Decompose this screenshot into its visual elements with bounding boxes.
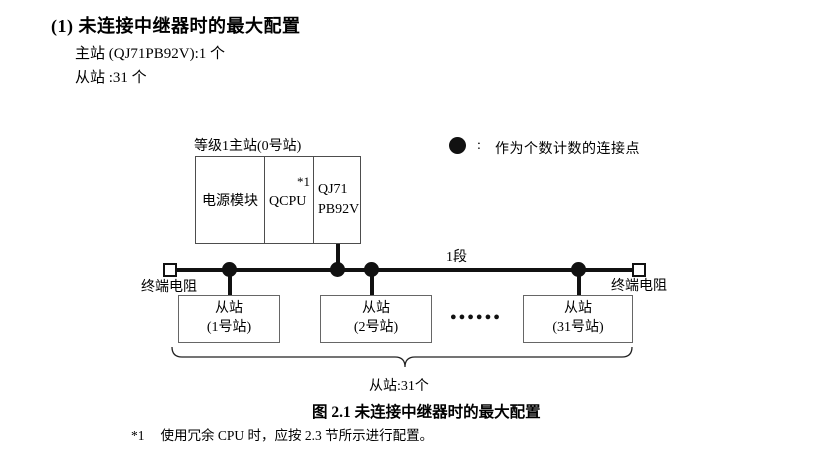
master-drop-line [336,244,340,270]
slave-station-31-box: 从站 (31号站) [523,295,633,343]
slave31-number: (31号站) [552,320,604,335]
terminator-left-icon [163,263,177,277]
connection-dot-icon [449,137,466,154]
bus-segment-line [170,268,642,272]
connection-dot-slave2 [364,262,379,277]
pb92v-line2: PB92V [318,202,360,217]
slave-station-2-box: 从站 (2号站) [320,295,432,343]
terminator-right-icon [632,263,646,277]
master-station-label: 等级1主站(0号站) [194,139,302,154]
figure-caption: 图 2.1 未连接中继器时的最大配置 [312,404,541,421]
section-heading: (1) 未连接中继器时的最大配置 [51,16,301,36]
slave1-drop-line [228,272,232,296]
slave1-number: (1号站) [206,320,252,335]
power-module-cell: 电源模块 [196,157,265,243]
slave-count-line: 从站 :31 个 [75,70,147,86]
connection-dot-slave1 [222,262,237,277]
terminator-left-label: 终端电阻 [141,280,197,295]
connection-dot-slave31 [571,262,586,277]
segment-label: 1段 [446,250,467,265]
pb92v-line1: QJ71 [318,181,348,197]
master-count-line: 主站 (QJ71PB92V):1 个 [75,46,226,62]
slave-station-1-box: 从站 (1号站) [178,295,280,343]
brace-graphic [171,346,633,368]
slave2-number: (2号站) [353,320,399,335]
qcpu-footnote-marker: *1 [297,174,310,189]
ellipsis-dots: ●●●●●● [450,311,502,323]
footnote-text: 使用冗余 CPU 时，应按 2.3 节所示进行配置。 [160,428,434,443]
footnote: *1 使用冗余 CPU 时，应按 2.3 节所示进行配置。 [131,424,433,444]
footnote-marker: *1 [131,428,145,443]
slave31-drop-line [577,272,581,296]
slave2-drop-line [370,272,374,296]
slave2-title: 从站 [362,301,390,317]
qcpu-label: QCPU [269,194,307,209]
qcpu-cell: *1 QCPU [265,157,314,243]
connection-dot-master [330,262,345,277]
terminator-right-label: 终端电阻 [611,279,667,294]
pb92v-cell: QJ71 PB92V [314,157,360,243]
slave1-title: 从站 [215,301,243,317]
slave31-title: 从站 [564,301,592,317]
legend-text: 作为个数计数的连接点 [495,142,640,157]
legend-separator: : [477,138,481,153]
master-station-box: 电源模块 *1 QCPU QJ71 PB92V [195,156,361,244]
brace-count-label: 从站:31个 [369,379,429,394]
